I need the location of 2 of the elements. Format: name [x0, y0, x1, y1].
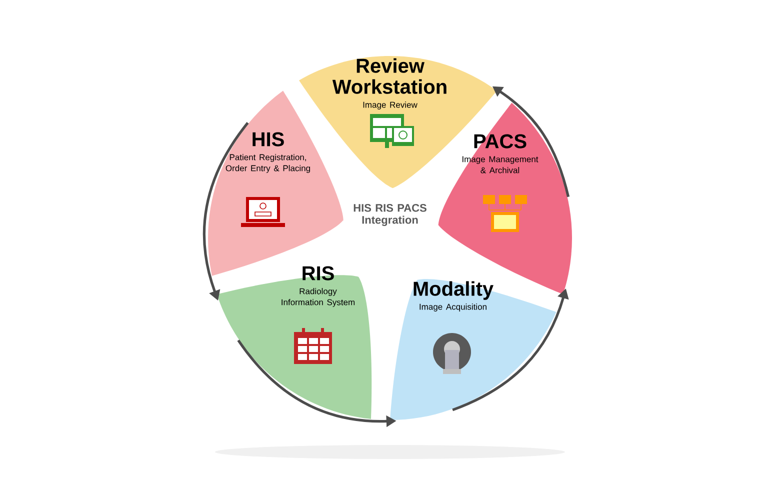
petal: Modality Image Acquisition — [390, 279, 556, 420]
center-title: HIS RIS PACS Integration — [354, 204, 426, 226]
